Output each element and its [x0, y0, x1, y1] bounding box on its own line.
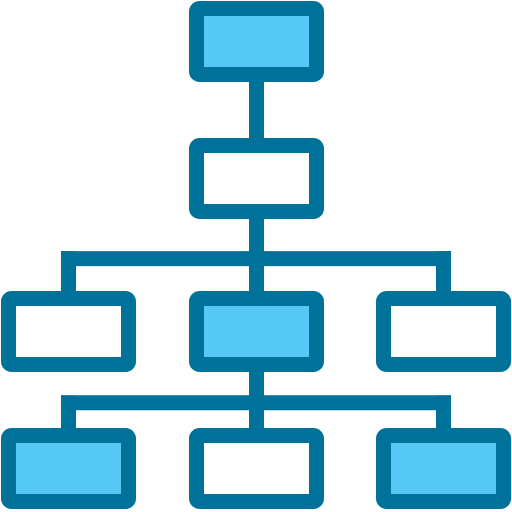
node-box-level2-center [189, 291, 324, 372]
node-box-level1-center [189, 138, 324, 219]
node-box-level3-left [1, 428, 136, 509]
node-box-level2-left [1, 291, 136, 372]
node-box-root [189, 1, 324, 82]
connector-lines [61, 74, 451, 436]
node-box-level3-center [189, 428, 324, 509]
node-box-level2-right [376, 291, 511, 372]
node-box-level3-right [376, 428, 511, 509]
